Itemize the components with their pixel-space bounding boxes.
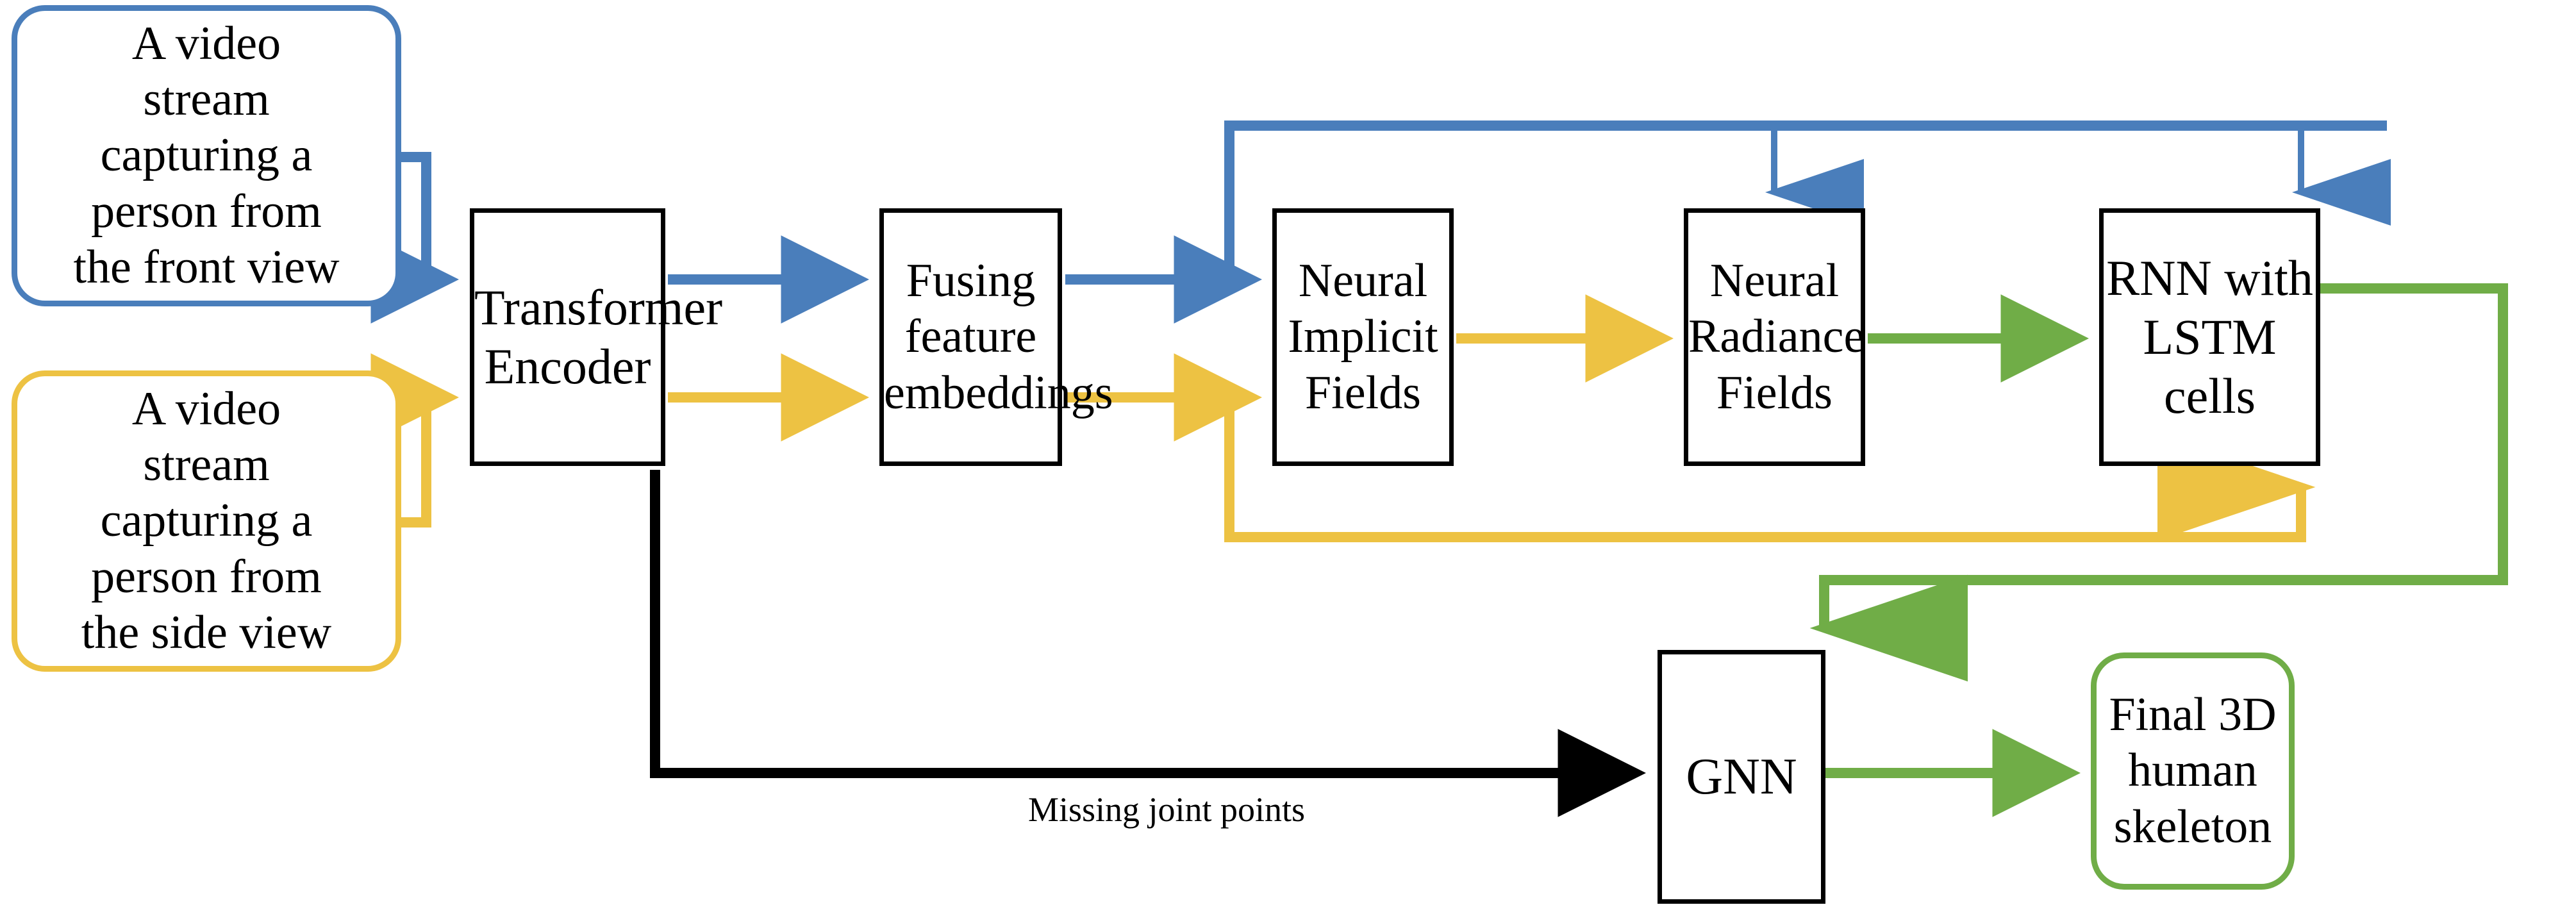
- edge-label-missing-joint-points: Missing joint points: [1000, 790, 1333, 829]
- node-side-view-input[interactable]: A video stream capturing a person from t…: [12, 370, 401, 672]
- node-transformer-encoder[interactable]: Transformer Encoder: [470, 208, 723, 466]
- node-side-view-input-label: A video stream capturing a person from t…: [81, 382, 332, 659]
- edge-label-missing-joint-points-text: Missing joint points: [1027, 790, 1306, 829]
- node-neural-radiance-fields[interactable]: Neural Radiance Fields: [1684, 208, 1865, 466]
- node-fusing-feature-embeddings-label: Fusing feature embeddings: [884, 254, 1113, 419]
- node-fusing-feature-embeddings[interactable]: Fusing feature embeddings: [879, 208, 1113, 466]
- node-rnn-with-lstm-cells-label: RNN with LSTM cells: [2106, 249, 2313, 424]
- node-final-3d-human-skeleton[interactable]: Final 3D human skeleton: [2091, 652, 2295, 890]
- node-neural-radiance-fields-label: Neural Radiance Fields: [1688, 254, 1865, 419]
- edge-side-to-encoder: [370, 353, 460, 528]
- node-gnn-label: GNN: [1686, 748, 1797, 805]
- node-rnn-with-lstm-cells[interactable]: RNN with LSTM cells: [2099, 208, 2320, 466]
- node-front-view-input-label: A video stream capturing a person from t…: [73, 17, 340, 294]
- edge-encoder-to-gnn: [650, 470, 1647, 817]
- node-front-view-input[interactable]: A video stream capturing a person from t…: [12, 5, 401, 306]
- node-neural-implicit-fields[interactable]: Neural Implicit Fields: [1272, 208, 1454, 466]
- edge-front-to-encoder: [370, 152, 460, 324]
- node-final-3d-human-skeleton-label: Final 3D human skeleton: [2109, 688, 2277, 853]
- node-transformer-encoder-label: Transformer Encoder: [474, 279, 723, 394]
- node-neural-implicit-fields-label: Neural Implicit Fields: [1288, 254, 1438, 419]
- node-gnn[interactable]: GNN: [1658, 650, 1825, 904]
